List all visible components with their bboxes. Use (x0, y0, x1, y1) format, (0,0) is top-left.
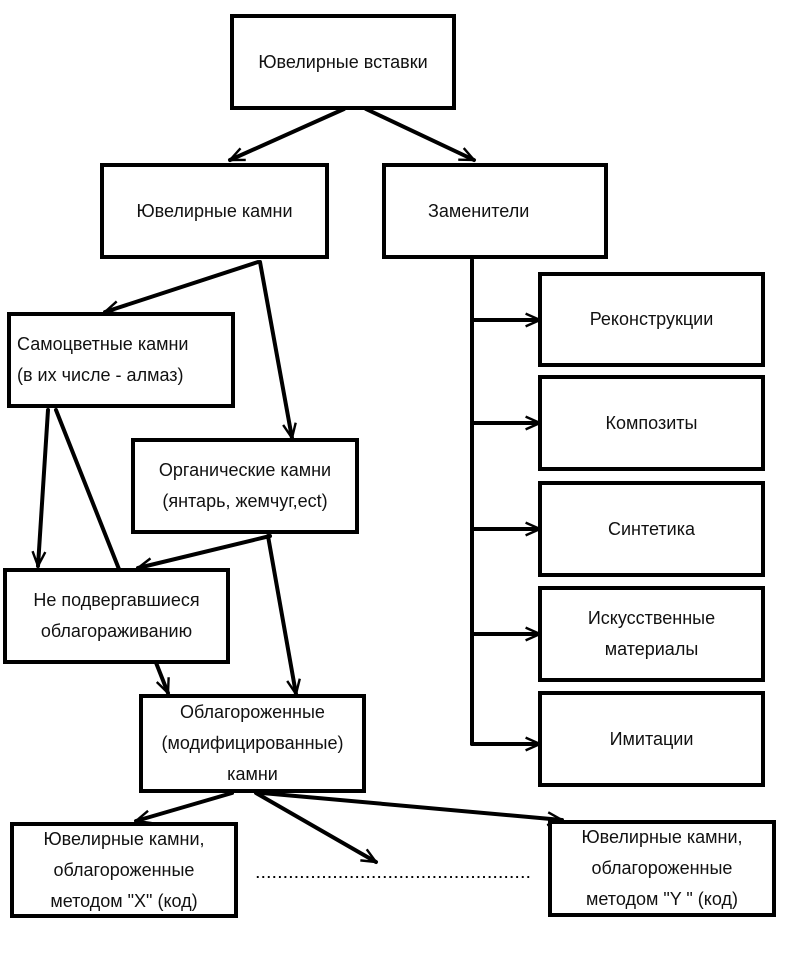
node-label: Синтетика (608, 514, 695, 545)
edge-treated-method-x (136, 791, 234, 821)
node-imitations: Имитации (538, 691, 765, 787)
node-label-line: Композиты (605, 412, 698, 433)
node-label-line: Реконструкции (589, 309, 714, 329)
edge-organic-treated (266, 534, 296, 694)
node-method-x: Ювелирные камни, облагороженные методом "X… (10, 822, 238, 918)
node-reconstructions: Реконструкции (538, 272, 765, 367)
node-label-line: камни (227, 764, 278, 784)
edge-treated-middle (254, 791, 376, 864)
edge-root-substitutes (364, 107, 474, 162)
node-label-line: Заменители (428, 200, 530, 221)
node-label-line: облагораживанию (40, 621, 193, 641)
node-label-line: облагороженные (591, 858, 733, 878)
node-label-line: (янтарь, жемчуг,ect) (162, 491, 328, 511)
node-label: Ювелирные камни, облагороженные методом "Y… (581, 822, 742, 915)
node-label: Ювелирные вставки (258, 47, 427, 78)
edge-organic-untreated (138, 534, 272, 568)
node-label: Заменители (428, 196, 529, 227)
node-label-line: (в их числе - алмаз) (17, 365, 184, 385)
node-substitutes: Заменители (382, 163, 608, 259)
node-label: Композиты (606, 408, 698, 439)
node-label: Имитации (610, 724, 694, 755)
node-jewelry-gems: Ювелирные камни (100, 163, 329, 259)
node-untreated: Не подвергавшиеся облагораживанию (3, 568, 230, 664)
edge-precious-untreated (38, 408, 50, 568)
node-label: Органические камни (янтарь, жемчуг,ect) (159, 455, 331, 517)
edge-root-gems (230, 107, 346, 162)
node-label: Не подвергавшиеся облагораживанию (33, 585, 199, 647)
node-label-line: Самоцветные камни (17, 334, 189, 354)
node-composites: Композиты (538, 375, 765, 471)
node-label-line: Имитации (609, 728, 694, 749)
node-synthetics: Синтетика (538, 481, 765, 577)
node-label-line: Ювелирные камни (136, 200, 293, 221)
node-label: Ювелирные камни (136, 196, 292, 227)
node-treated-stones: Облагороженные (модифицированные) камни (139, 694, 366, 793)
node-label-line: облагороженные (53, 859, 195, 880)
edge-gems-organic (258, 260, 292, 438)
node-label-line: Ювелирные камни, (581, 827, 743, 847)
node-label-line: Ювелирные вставки (258, 51, 428, 72)
node-jewelry-inserts: Ювелирные вставки (230, 14, 456, 110)
node-label: Реконструкции (590, 304, 714, 335)
node-label-line: Облагороженные (180, 702, 325, 722)
node-label-line: Не подвергавшиеся (33, 590, 200, 610)
node-label-line: Органические камни (158, 460, 332, 480)
node-method-y: Ювелирные камни, облагороженные методом "Y… (548, 820, 776, 917)
node-label-line: методом "X" (код) (50, 890, 198, 911)
node-label-line: Ювелирные камни, (43, 828, 205, 849)
node-label-line: материалы (604, 639, 699, 659)
node-artificial-materials: Искусственные материалы (538, 586, 765, 682)
edge-gems-precious (105, 260, 260, 312)
node-label: Самоцветные камни (в их числе - алмаз) (17, 329, 188, 391)
node-label: Облагороженные (модифицированные) камни (162, 697, 344, 790)
node-label: Ювелирные камни, облагороженные методом "X… (43, 824, 204, 917)
node-organic-stones: Органические камни (янтарь, жемчуг,ect) (131, 438, 359, 534)
node-label: Искусственные материалы (588, 603, 715, 665)
node-label-line: методом "Y " (код) (586, 889, 738, 909)
node-label-line: (модифицированные) (161, 733, 344, 753)
ellipsis-dots: ........................................… (255, 862, 531, 882)
node-label-line: Искусственные (587, 608, 716, 628)
edge-treated-method-y (260, 791, 564, 820)
node-precious-stones: Самоцветные камни (в их числе - алмаз) (7, 312, 235, 408)
node-label-line: Синтетика (607, 518, 696, 539)
